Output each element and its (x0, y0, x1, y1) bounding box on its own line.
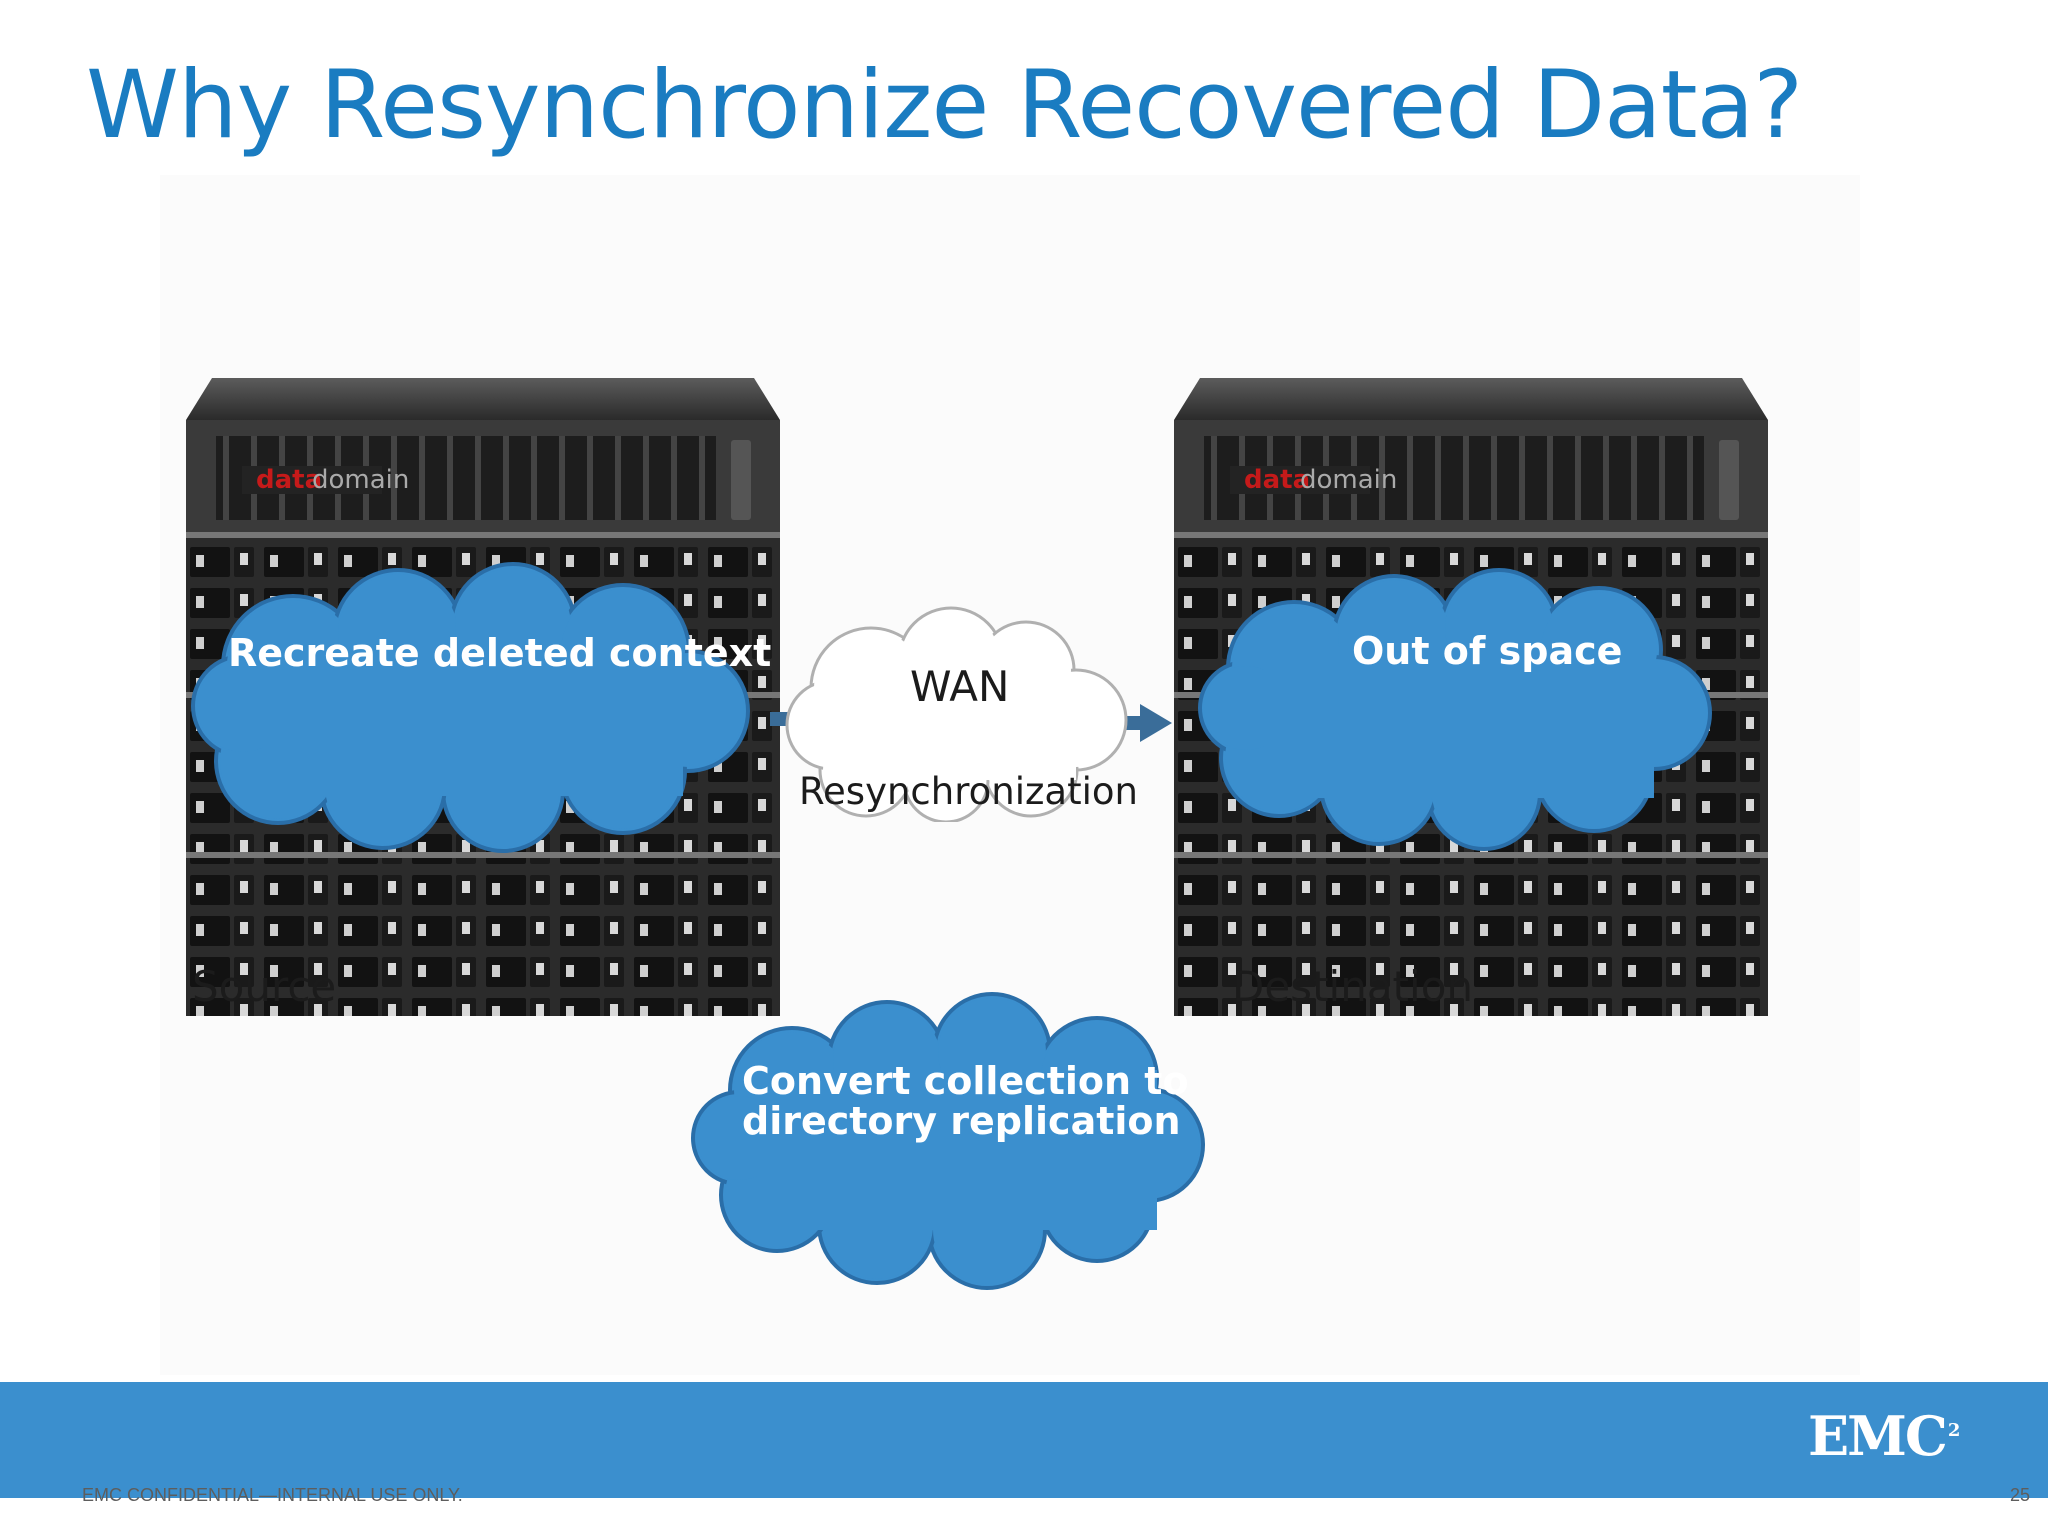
slide-title: Why Resynchronize Recovered Data? (86, 51, 1803, 160)
destination-label: Destination (1232, 962, 1474, 1011)
cloud-bottom-text: Convert collection to directory replicat… (742, 1059, 1189, 1143)
cloud-destination (1198, 568, 1712, 851)
cloud-bottom-line2: directory replication (742, 1098, 1181, 1143)
cloud-bottom (691, 992, 1205, 1290)
cloud-destination-text: Out of space (1352, 629, 1623, 673)
device-brand-logo: data (256, 465, 322, 495)
svg-text:domain: domain (312, 465, 409, 495)
cloud-source-text: Recreate deleted context (228, 631, 772, 675)
source-label: Source (192, 962, 337, 1011)
cloud-source (191, 562, 750, 853)
footer-band (0, 1382, 2048, 1498)
wan-label: WAN (910, 662, 1010, 711)
svg-text:domain: domain (1300, 465, 1397, 495)
confidential-notice: EMC CONFIDENTIAL—INTERNAL USE ONLY. (82, 1485, 463, 1505)
svg-text:data: data (1244, 465, 1310, 495)
cloud-bottom-line1: Convert collection to (742, 1059, 1189, 1103)
wan-cloud (785, 606, 1128, 822)
page-number: 25 (2010, 1485, 2031, 1505)
resynchronization-label: Resynchronization (799, 770, 1138, 813)
